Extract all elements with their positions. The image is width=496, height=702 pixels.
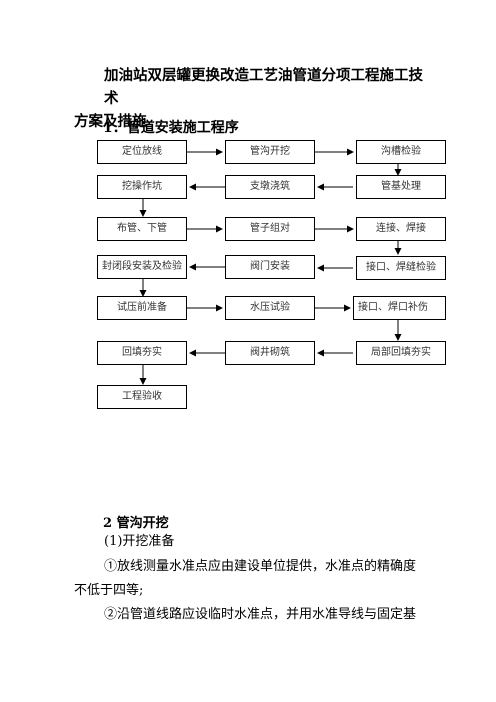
flow-box-b17: 阀井砌筑 [225, 341, 315, 365]
paragraph-1-line-2: 不低于四等; [74, 583, 144, 598]
flow-box-b14: 水压试验 [225, 296, 315, 320]
document-title: 加油站双层罐更换改造工艺油管道分项工程施工技术 方案及措施 [74, 64, 424, 133]
flow-box-b16: 回填夯实 [97, 341, 187, 365]
section-heading-1: 1．管道安装施工程序 [103, 120, 239, 136]
flow-box-b18: 局部回填夯实 [356, 341, 446, 365]
flow-box-b4: 挖操作坑 [97, 175, 187, 199]
flow-box-b12: 接口、焊缝检验 [356, 256, 446, 280]
title-line-2: 方案及措施 [74, 113, 147, 130]
flow-box-b19: 工程验收 [97, 385, 187, 409]
flow-box-b2: 管沟开挖 [225, 140, 315, 164]
flow-box-b5: 支墩浇筑 [225, 175, 315, 199]
flow-box-b8: 管子组对 [225, 217, 315, 241]
flow-box-b10: 封闭段安装及检验 [97, 255, 187, 279]
flow-box-b15: 接口、焊口补伤 [353, 296, 446, 320]
flow-box-b13: 试压前准备 [97, 296, 187, 320]
section-heading-2: 2 管沟开挖 [103, 516, 169, 531]
flow-box-b9: 连接、焊接 [356, 217, 446, 241]
flow-box-b7: 布管、下管 [97, 217, 187, 241]
paragraph-2-line-1: ②沿管道线路应设临时水准点，并用水准导线与固定基 [104, 607, 417, 622]
flow-box-b1: 定位放线 [97, 140, 187, 164]
flow-box-b6: 管基处理 [356, 175, 446, 199]
subheading-excavation-prep: (1)开挖准备 [104, 534, 175, 549]
paragraph-1-line-1: ①放线测量水准点应由建设单位提供，水准点的精确度 [104, 559, 417, 574]
flow-box-b3: 沟槽检验 [356, 140, 446, 164]
flow-box-b11: 阀门安装 [225, 255, 315, 279]
title-line-1: 加油站双层罐更换改造工艺油管道分项工程施工技术 [104, 67, 423, 107]
